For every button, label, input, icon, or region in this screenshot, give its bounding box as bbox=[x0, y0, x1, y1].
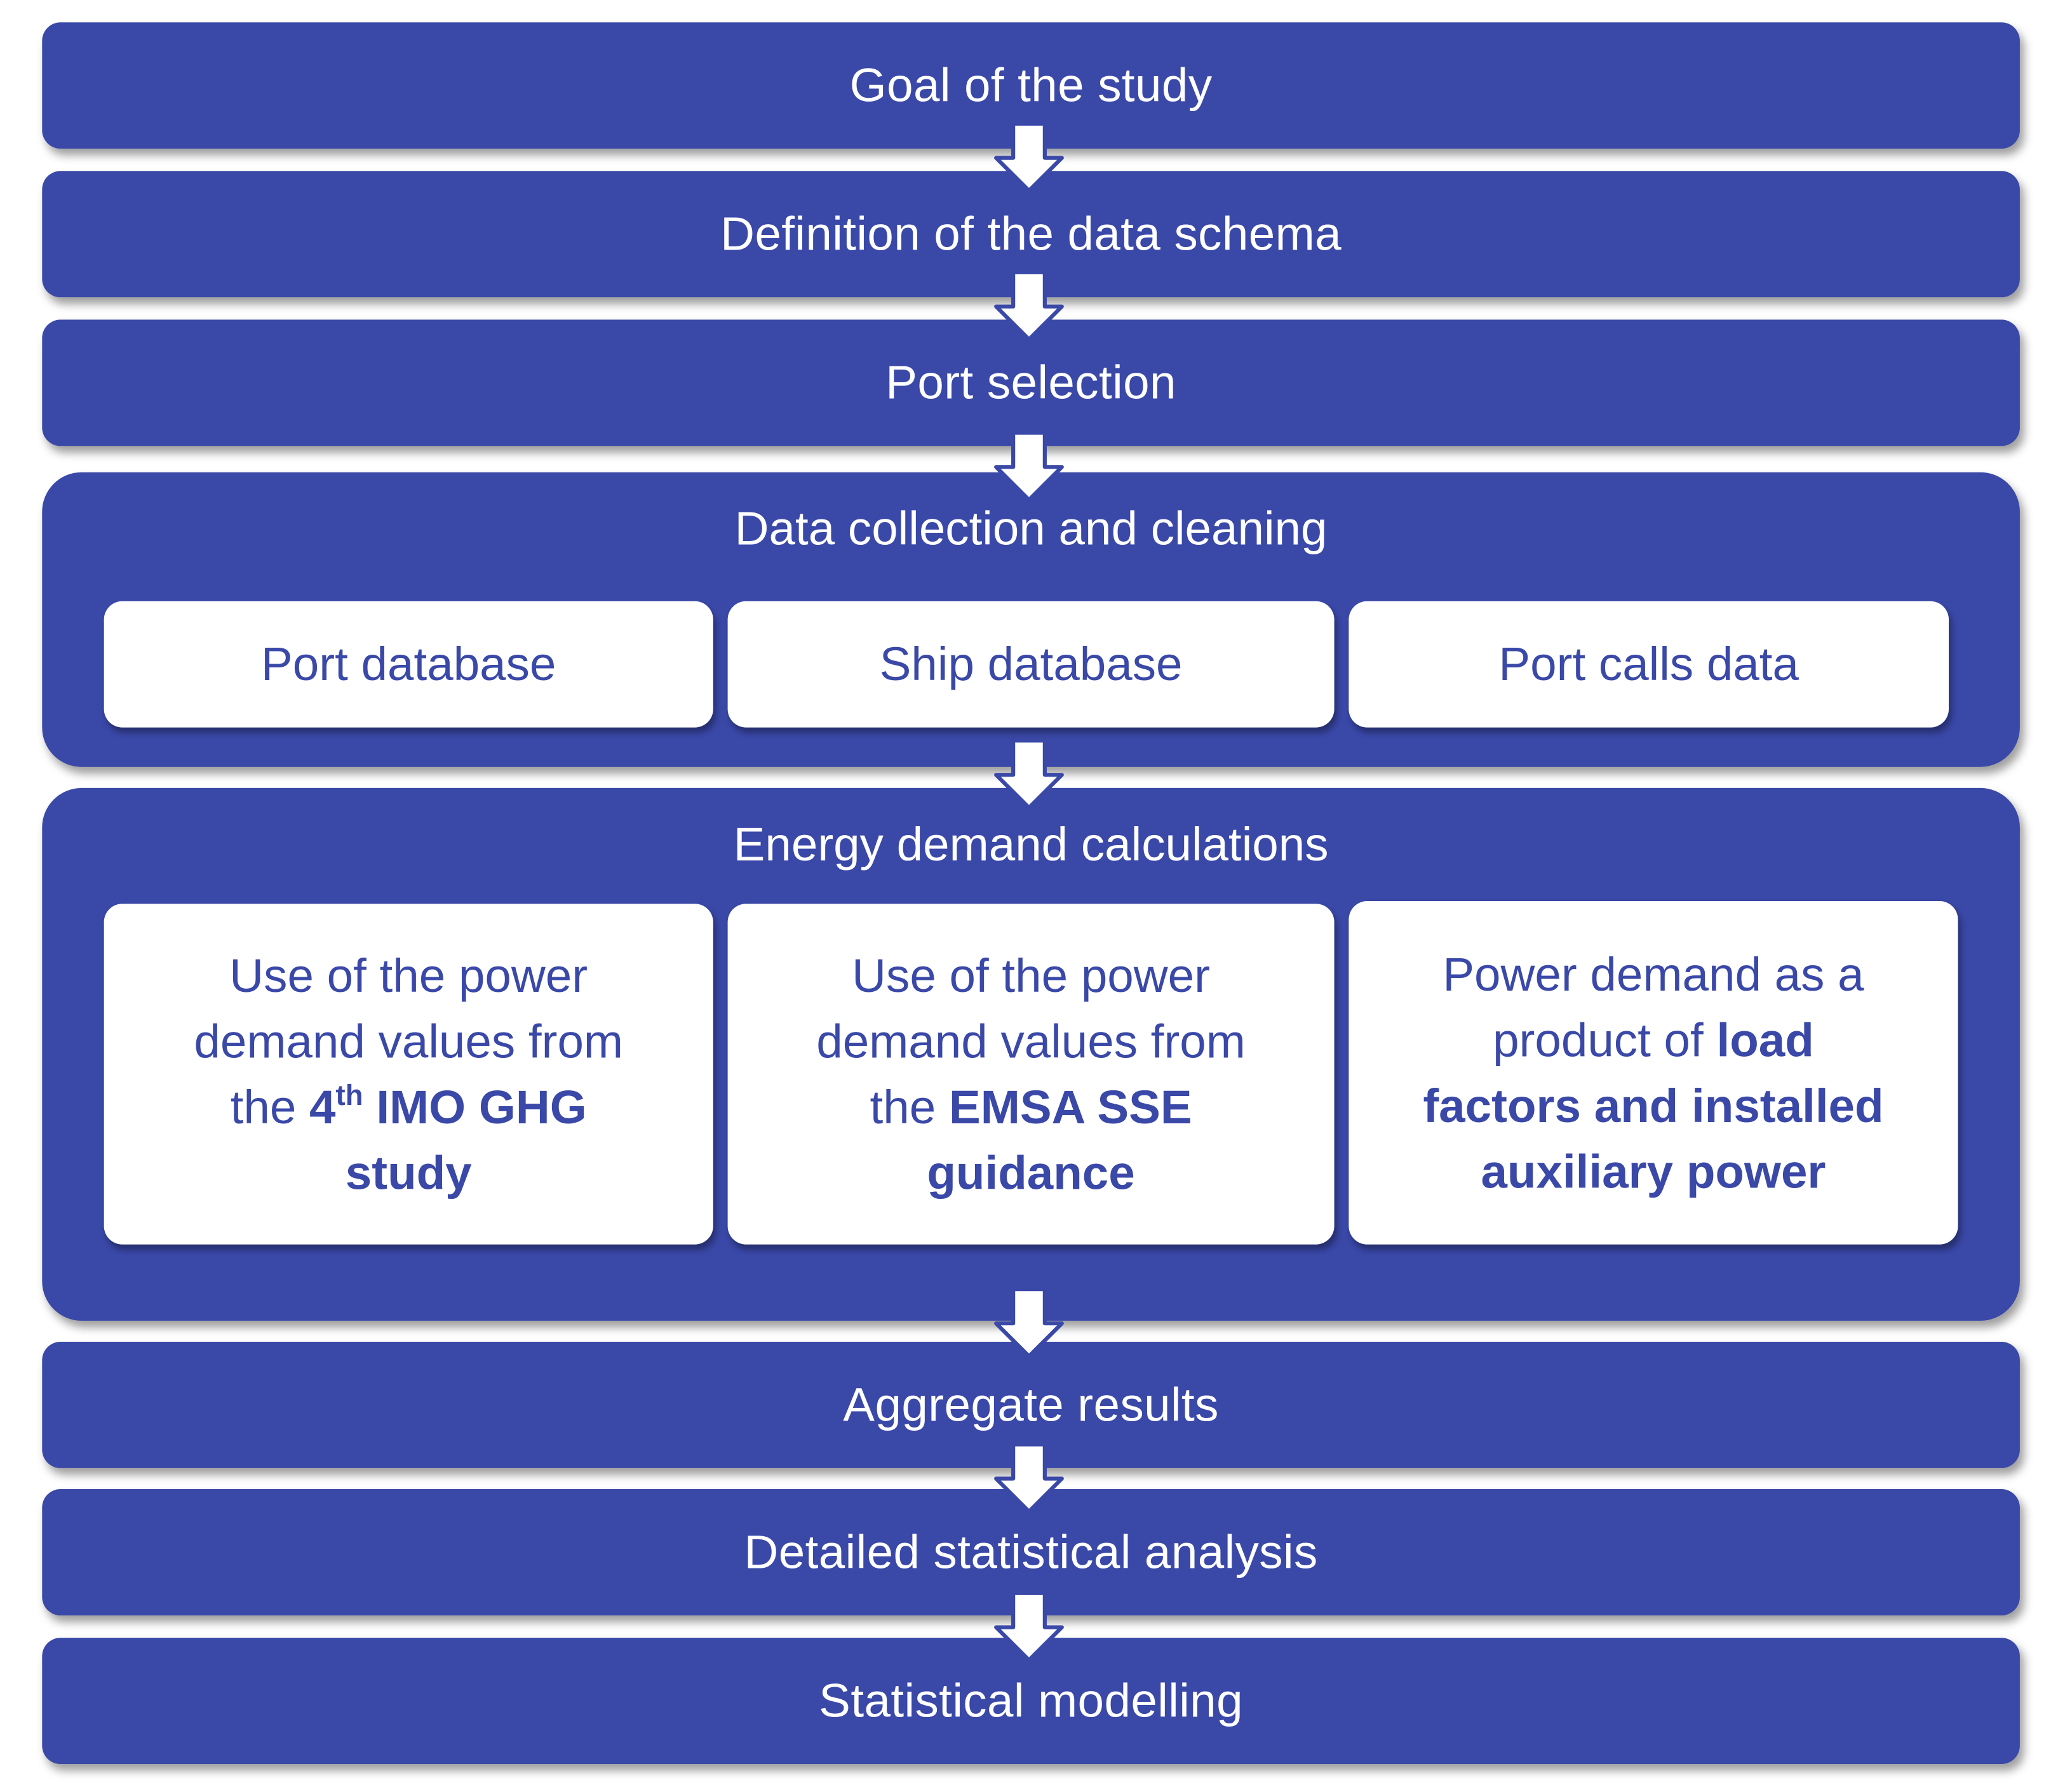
card-load-factors-line2: product of load bbox=[1493, 1012, 1814, 1067]
card-imo-ghg-line2: demand values from bbox=[194, 1013, 624, 1068]
card-load-factors-line4: auxiliary power bbox=[1481, 1144, 1826, 1198]
step-detailed-analysis-label: Detailed statistical analysis bbox=[744, 1524, 1318, 1579]
card-load-factors-line1: Power demand as a bbox=[1443, 946, 1864, 1001]
group-data-collection: Data collection and cleaning Port databa… bbox=[42, 472, 2020, 767]
down-arrow-icon bbox=[994, 1287, 1064, 1358]
step-port-selection-label: Port selection bbox=[885, 355, 1176, 410]
card-emsa-sse: Use of the power demand values from the … bbox=[727, 904, 1335, 1245]
card-ship-database-label: Ship database bbox=[879, 636, 1183, 691]
card-load-factors-line3: factors and installed bbox=[1423, 1078, 1884, 1132]
card-port-database: Port database bbox=[104, 601, 713, 728]
card-port-calls-data: Port calls data bbox=[1348, 601, 1949, 728]
down-arrow-icon bbox=[994, 270, 1064, 342]
card-ship-database: Ship database bbox=[727, 601, 1335, 728]
group-data-collection-title: Data collection and cleaning bbox=[734, 501, 1328, 556]
card-imo-ghg-line4: study bbox=[345, 1145, 472, 1200]
card-emsa-sse-line4: guidance bbox=[927, 1145, 1135, 1200]
step-modelling-label: Statistical modelling bbox=[819, 1673, 1243, 1728]
down-arrow-icon bbox=[994, 121, 1064, 193]
card-port-database-label: Port database bbox=[261, 636, 556, 691]
card-emsa-sse-line1: Use of the power bbox=[852, 947, 1210, 1002]
card-imo-ghg-line3: the 4th IMO GHG bbox=[194, 1074, 623, 1140]
card-port-calls-data-label: Port calls data bbox=[1498, 636, 1799, 691]
card-emsa-sse-line3: the EMSA SSE bbox=[870, 1079, 1192, 1133]
card-imo-ghg-ordinal: 4th bbox=[309, 1078, 363, 1133]
card-load-factors: Power demand as a product of load factor… bbox=[1348, 901, 1958, 1245]
step-aggregate-label: Aggregate results bbox=[843, 1377, 1219, 1431]
card-imo-ghg-line1: Use of the power bbox=[229, 947, 588, 1002]
step-goal-label: Goal of the study bbox=[849, 58, 1213, 112]
group-energy-demand: Energy demand calculations Use of the po… bbox=[42, 787, 2020, 1321]
step-schema-label: Definition of the data schema bbox=[720, 206, 1342, 261]
down-arrow-icon bbox=[994, 1591, 1064, 1662]
card-imo-ghg-line3-pre: the bbox=[230, 1079, 297, 1133]
group-energy-demand-title: Energy demand calculations bbox=[733, 817, 1329, 871]
card-emsa-sse-line2: demand values from bbox=[816, 1013, 1246, 1068]
down-arrow-icon bbox=[994, 739, 1064, 810]
card-imo-ghg-line3-bold: IMO GHG bbox=[376, 1079, 587, 1133]
down-arrow-icon bbox=[994, 431, 1064, 502]
step-port-selection: Port selection bbox=[42, 319, 2020, 446]
down-arrow-icon bbox=[994, 1442, 1064, 1514]
card-imo-ghg: Use of the power demand values from the … bbox=[104, 904, 713, 1245]
